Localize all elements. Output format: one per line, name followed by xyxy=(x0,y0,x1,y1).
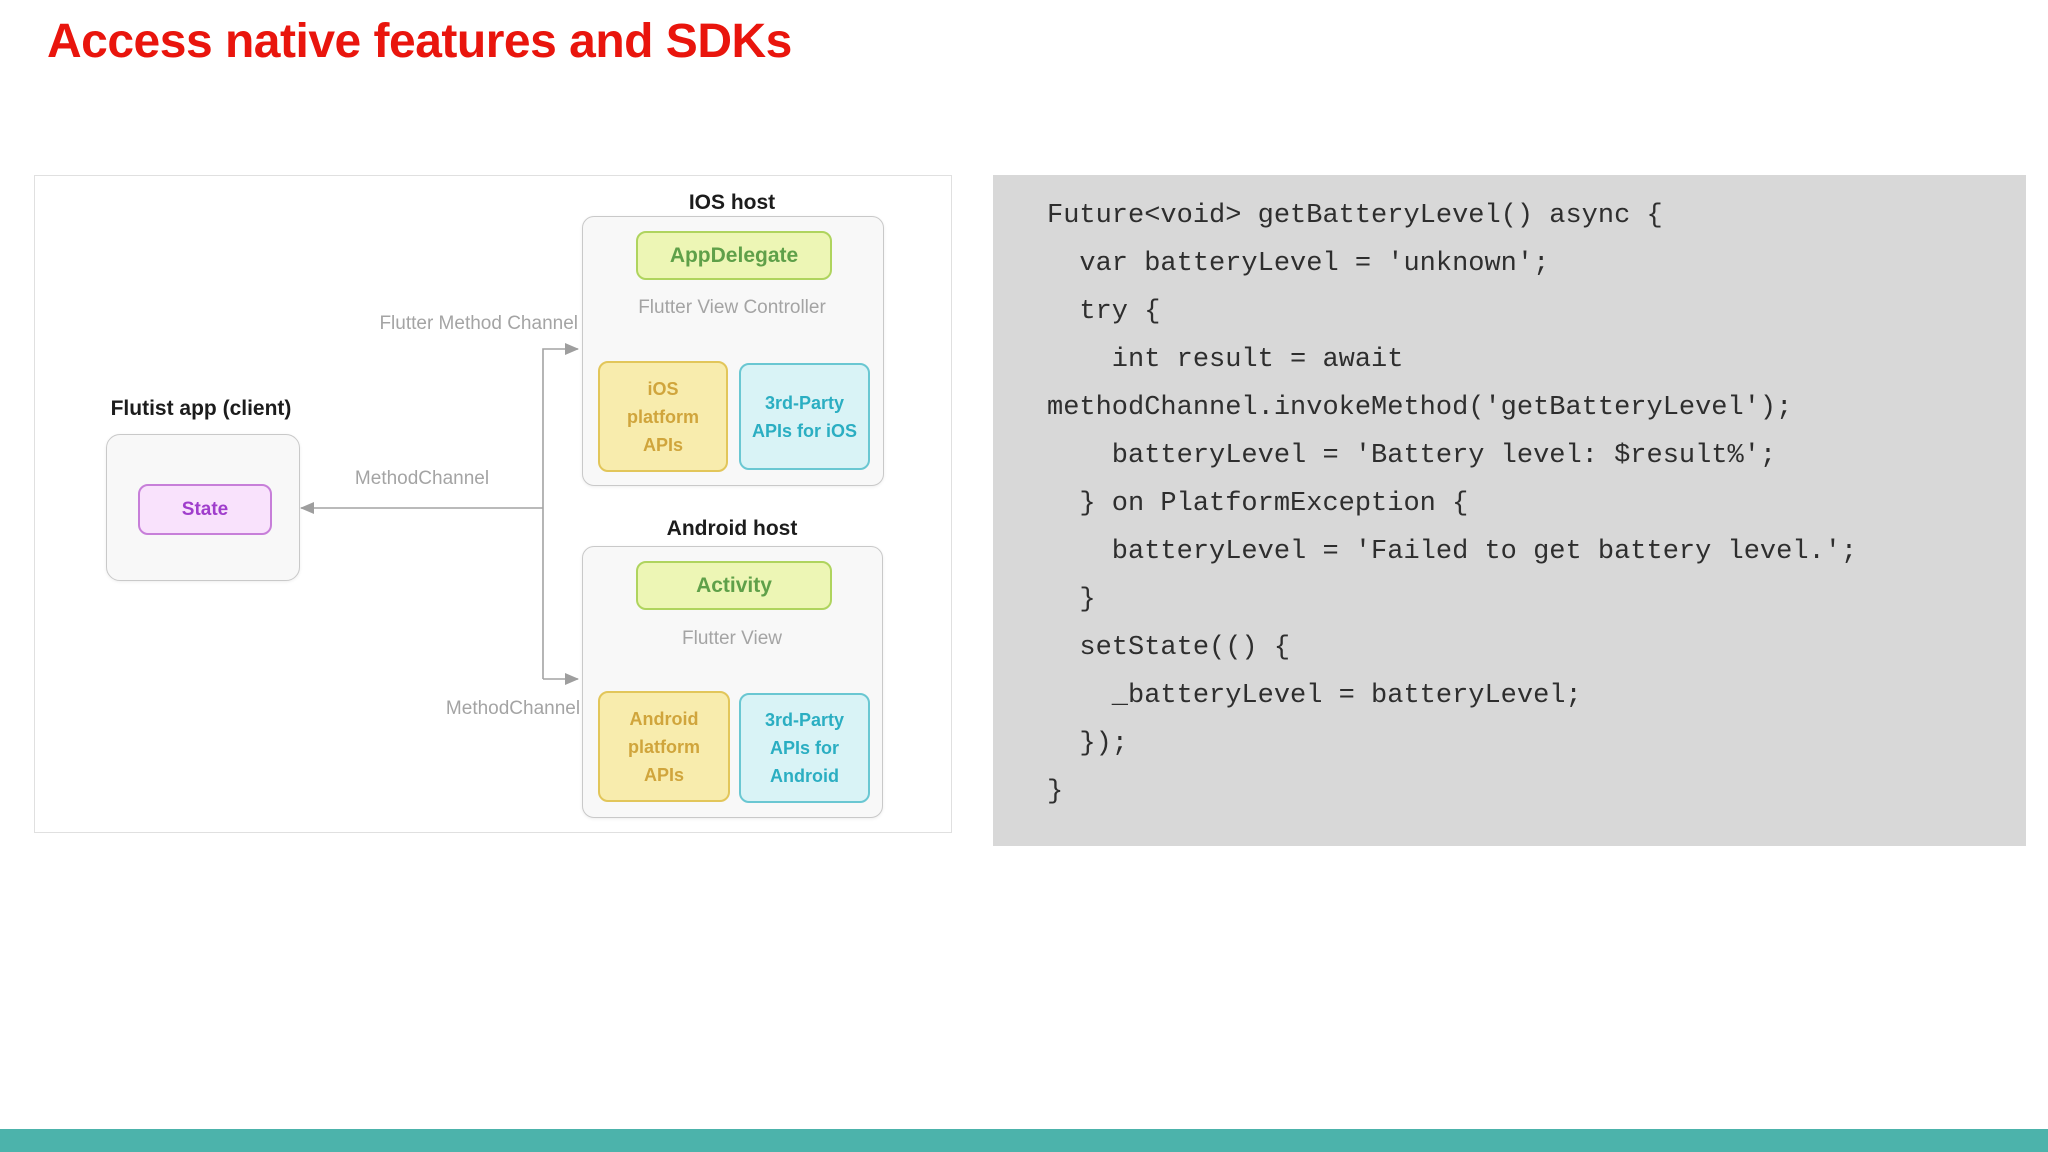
state-node: State xyxy=(138,484,272,535)
code-line: try { xyxy=(1047,297,1161,327)
appdelegate-node: AppDelegate xyxy=(636,231,832,280)
android-third-party-apis-node: 3rd-Party APIs for Android xyxy=(739,693,870,803)
android-platform-apis-node: Android platform APIs xyxy=(598,691,730,802)
code-line: int result = await xyxy=(1047,345,1404,375)
flutter-view-label: Flutter View xyxy=(682,628,782,649)
code-line: setState(() { xyxy=(1047,633,1291,663)
method-channel-label-top: MethodChannel xyxy=(354,468,490,489)
ios-platform-apis-node: iOS platform APIs xyxy=(598,361,728,472)
code-line: batteryLevel = 'Battery level: $result%'… xyxy=(1047,441,1777,471)
code-line: }); xyxy=(1047,729,1129,759)
code-line: Future<void> getBatteryLevel() async { xyxy=(1047,201,1663,231)
ios-third-party-apis-node: 3rd-Party APIs for iOS xyxy=(739,363,870,470)
code-line: } xyxy=(1047,777,1064,807)
code-line: } xyxy=(1047,585,1096,615)
code-line: var batteryLevel = 'unknown'; xyxy=(1047,249,1550,279)
activity-node: Activity xyxy=(636,561,832,610)
code-line: _batteryLevel = batteryLevel; xyxy=(1047,681,1582,711)
code-snippet-panel: Future<void> getBatteryLevel() async { v… xyxy=(993,175,2026,846)
code-line: methodChannel.invokeMethod('getBatteryLe… xyxy=(1047,393,1793,423)
flutter-view-controller-label: Flutter View Controller xyxy=(638,297,826,318)
architecture-diagram-panel: Flutist app (client) State Flutter Metho… xyxy=(34,175,952,833)
flutter-app-label: Flutist app (client) xyxy=(110,397,292,420)
footer-accent-bar xyxy=(0,1129,2048,1152)
method-channel-label-bottom: MethodChannel xyxy=(445,698,581,719)
android-host-title: Android host xyxy=(666,517,798,540)
ios-host-title: IOS host xyxy=(688,191,776,214)
code-line: batteryLevel = 'Failed to get battery le… xyxy=(1047,537,1858,567)
code-line: } on PlatformException { xyxy=(1047,489,1469,519)
flutter-method-channel-label: Flutter Method Channel xyxy=(379,313,578,334)
slide-title: Access native features and SDKs xyxy=(47,15,792,68)
